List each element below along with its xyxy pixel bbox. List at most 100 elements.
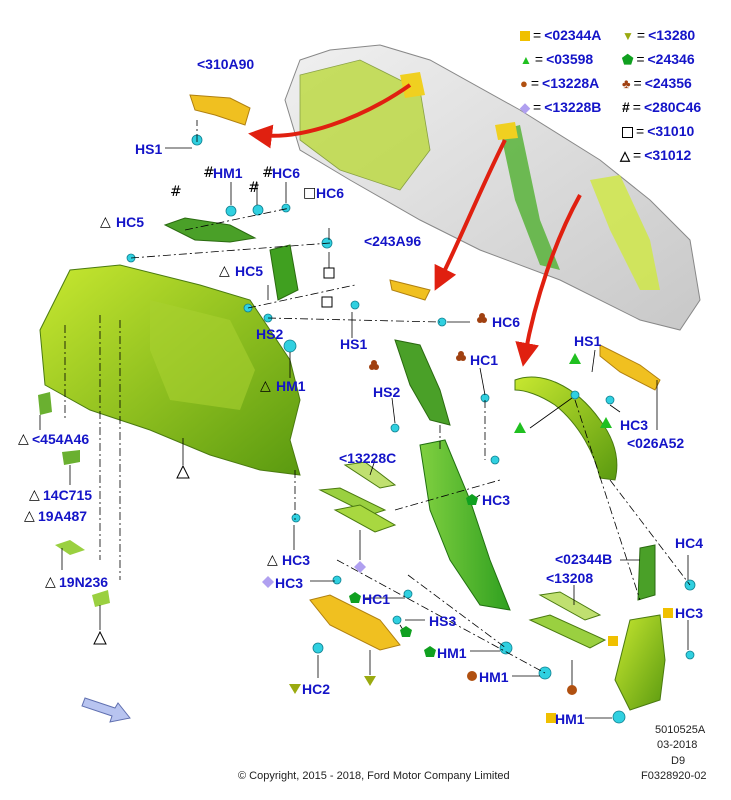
hash-icon: # — [262, 165, 274, 181]
callout-310A90: <310A90 — [197, 56, 255, 72]
circle-icon: ● — [520, 76, 528, 91]
figure-date: 03-2018 — [657, 739, 698, 751]
callout-hm1: HM1 — [479, 669, 509, 685]
curved-pillar-trim — [514, 376, 618, 481]
bracket-panel — [269, 244, 299, 301]
part-19N236 — [92, 590, 110, 607]
callout-hm1: HM1 — [276, 378, 306, 394]
red-arrows — [248, 83, 582, 367]
cyan-fasteners — [126, 134, 696, 724]
callout-hc5: HC5 — [235, 263, 264, 279]
callout-hc6: HC6 — [272, 165, 301, 181]
callout-hc3: HC3 — [482, 492, 511, 508]
callout-14C715: 14C715 — [43, 487, 93, 503]
callout-hc1: HC1 — [470, 352, 499, 368]
callout-13208: <13208 — [546, 570, 594, 586]
callout-454A46: <454A46 — [32, 431, 90, 447]
diamond-icon: ◆ — [520, 100, 530, 115]
legend-item: ♣=<24356 — [622, 75, 692, 91]
callout-hc3: HC3 — [675, 605, 704, 621]
legend-code: <280C46 — [643, 99, 702, 115]
drawing-markers — [93, 267, 673, 723]
callout-hc4: HC4 — [675, 535, 704, 551]
pillar-lower-trim — [419, 439, 511, 611]
pillar-upper-trim — [394, 339, 451, 426]
callout-hc6: HC6 — [316, 185, 345, 201]
open-triangle-icon: △ — [620, 148, 630, 163]
callout-026A52: <026A52 — [627, 435, 685, 451]
up-triangle-icon: ▲ — [520, 53, 532, 67]
callout-hc6: HC6 — [492, 314, 521, 330]
callout-hs2: HS2 — [256, 326, 284, 342]
part-14C715 — [62, 450, 80, 465]
legend-item: #=<280C46 — [622, 99, 702, 115]
figure-number: F0328920-02 — [641, 770, 707, 782]
rear-lower-trim — [614, 614, 666, 711]
legend-code: <24356 — [644, 75, 692, 91]
pentagon-icon: ⬟ — [622, 52, 634, 67]
callout-hm1: HM1 — [437, 645, 467, 661]
leader-lines — [64, 120, 691, 674]
figure-revision: D9 — [671, 755, 686, 767]
hash-icon: # — [622, 99, 630, 115]
callout-hc3: HC3 — [620, 417, 649, 433]
legend-item: =<02344A — [520, 26, 601, 44]
sill-yellow-part — [309, 594, 401, 651]
direction-arrow — [81, 697, 131, 723]
legend-code: <02344A — [544, 27, 602, 43]
part-02344B — [637, 544, 656, 601]
down-triangle-icon: ▼ — [622, 29, 634, 43]
callout-hs2: HS2 — [373, 384, 401, 400]
part-243A96 — [389, 279, 431, 301]
open-triangle-icon: △ — [100, 214, 111, 230]
legend-item: ▼=<13280 — [622, 27, 696, 43]
legend-item: ⬟=<24346 — [622, 51, 695, 67]
open-triangle-icon: △ — [18, 431, 29, 447]
callout-19N236: 19N236 — [59, 574, 109, 590]
upper-trim-panel — [163, 217, 257, 243]
callout-19A487: 19A487 — [38, 508, 88, 524]
part-454A46 — [38, 392, 52, 415]
legend-item: △=<31012 — [620, 147, 692, 163]
square-icon — [520, 31, 530, 42]
club-icon: ♣ — [622, 76, 631, 91]
sill-piece-2 — [333, 504, 397, 533]
copyright-text: © Copyright, 2015 - 2018, Ford Motor Com… — [238, 770, 510, 782]
callout-hc2: HC2 — [302, 681, 331, 697]
callout-hc3: HC3 — [275, 575, 304, 591]
callout-02344B: <02344B — [555, 551, 613, 567]
callout-hm1: HM1 — [555, 711, 585, 727]
part-026A52 — [599, 344, 661, 391]
hash-icon: # — [203, 165, 215, 181]
callout-hs1: HS1 — [574, 333, 602, 349]
vehicle-body-shell — [284, 44, 701, 331]
legend-item: ●=<13228A — [520, 75, 600, 91]
figure-code: 5010525A — [655, 724, 706, 736]
callout-hc3: HC3 — [282, 552, 311, 568]
callout-243A96: <243A96 — [364, 233, 422, 249]
legend-item: ▲=<03598 — [520, 51, 594, 67]
part-310A90 — [189, 94, 251, 126]
hash-icon: # — [248, 180, 260, 196]
open-triangle-icon: △ — [260, 378, 271, 394]
open-triangle-icon: △ — [29, 487, 40, 503]
quarter-trim-panel — [39, 264, 301, 476]
open-square-icon — [622, 126, 633, 138]
callout-hs3: HS3 — [429, 613, 457, 629]
callout-hs1: HS1 — [340, 336, 368, 352]
legend-code: <13228B — [544, 99, 602, 115]
open-triangle-icon: △ — [267, 552, 278, 568]
legend-code: <13228A — [542, 75, 600, 91]
legend-code: <03598 — [546, 51, 594, 67]
open-square-icon: □ — [303, 185, 317, 201]
legend-code: <31010 — [647, 123, 695, 139]
legend-code: <13280 — [648, 27, 696, 43]
hash-icon: # — [170, 184, 182, 200]
callout-hc5: HC5 — [116, 214, 145, 230]
sill-13208 — [538, 591, 602, 621]
callout-13228C: <13228C — [339, 450, 397, 466]
legend-code: <31012 — [644, 147, 692, 163]
callout-hs1: HS1 — [135, 141, 163, 157]
